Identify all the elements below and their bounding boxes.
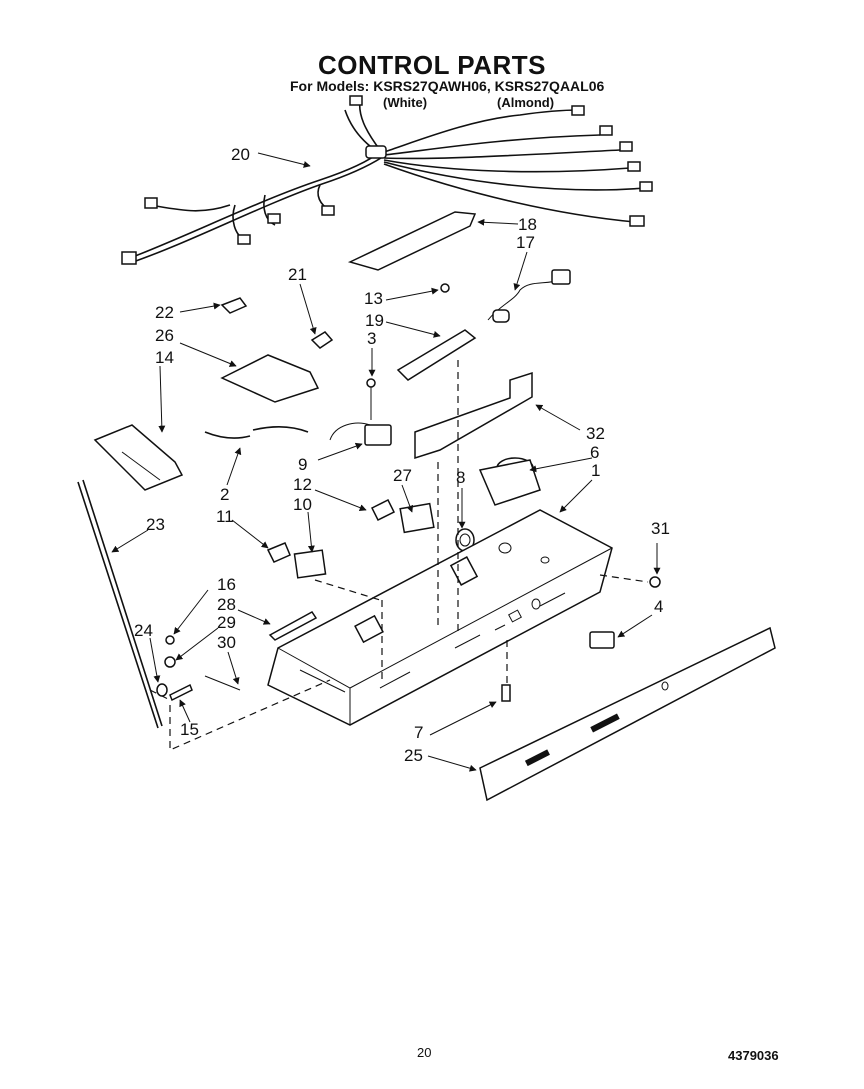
callout-17: 17 [516, 233, 535, 252]
part-23-rod [77, 481, 159, 729]
part-15-link [169, 683, 193, 702]
page-number: 20 [417, 1045, 432, 1060]
callout-13: 13 [364, 289, 383, 308]
model-numbers: For Models: KSRS27QAWH06, KSRS27QAAL06 [290, 78, 605, 94]
callout-1: 1 [591, 461, 600, 480]
part-9-switch [364, 424, 392, 446]
part-31-screw [649, 576, 661, 588]
callout-29: 29 [217, 613, 236, 632]
wiring-harness [121, 95, 653, 265]
callout-9: 9 [298, 455, 307, 474]
part-32-insulation [414, 371, 533, 460]
callout-24: 24 [134, 621, 153, 640]
callout-3: 3 [367, 329, 376, 348]
part-17-connector [551, 269, 571, 285]
callout-30: 30 [217, 633, 236, 652]
part-11-clip [266, 542, 291, 563]
part-14-bracket [93, 424, 184, 491]
part-14-detail [121, 451, 161, 481]
part-2-tube-a [204, 431, 251, 439]
callout-27: 27 [393, 466, 412, 485]
callout-7: 7 [414, 723, 423, 742]
callout-6: 6 [590, 443, 599, 462]
callout-4: 4 [654, 597, 663, 616]
part-28-bracket [268, 611, 318, 641]
callout-25: 25 [404, 746, 423, 765]
part-29-washer [164, 656, 176, 668]
callout-19: 19 [365, 311, 384, 330]
part-22-clip [220, 297, 248, 314]
part-24-nut [156, 683, 168, 697]
callout-28: 28 [217, 595, 236, 614]
callout-11: 11 [216, 507, 234, 526]
callout-26: 26 [155, 326, 174, 345]
part-2-tube-b [252, 426, 309, 433]
callout-32: 32 [586, 424, 605, 443]
part-13-screw [492, 309, 510, 323]
callout-15: 15 [180, 720, 199, 739]
callout-18: 18 [518, 215, 537, 234]
document-number: 4379036 [728, 1048, 779, 1063]
part-19-probe [396, 329, 477, 381]
callout-20: 20 [231, 145, 250, 164]
part-13-head [440, 283, 450, 293]
part-18-cover [347, 211, 477, 271]
part-7-screw [501, 684, 511, 702]
part-1-control-housing [267, 509, 613, 726]
part-4-switch [589, 631, 615, 649]
page-title: CONTROL PARTS [318, 50, 546, 80]
callout-31: 31 [651, 519, 670, 538]
callout-14: 14 [155, 348, 174, 367]
part-26-shield [220, 354, 320, 403]
part-3-screw [366, 378, 376, 388]
callout-10: 10 [293, 495, 312, 514]
color-white-label: (White) [383, 95, 428, 110]
part-25-trim [479, 626, 776, 802]
callout-23: 23 [146, 515, 165, 534]
callout-labels: 20 18 17 21 13 22 19 26 3 14 32 6 9 27 8… [134, 145, 670, 765]
callout-16: 16 [217, 575, 236, 594]
part-9-lead [329, 422, 371, 441]
part-21-clip [310, 331, 334, 349]
callout-21: 21 [288, 265, 307, 284]
callout-8: 8 [456, 468, 465, 487]
part-27-label [399, 502, 435, 534]
callout-2: 2 [220, 485, 229, 504]
part-30-spring [204, 675, 241, 691]
callout-12: 12 [293, 475, 312, 494]
part-12-clip [370, 498, 396, 522]
part-16-screw [165, 635, 175, 645]
part-10-label [293, 549, 327, 579]
callout-22: 22 [155, 303, 174, 322]
color-almond-label: (Almond) [497, 95, 555, 110]
leader-arrows [111, 152, 661, 772]
part-6-cold-control [478, 459, 541, 506]
